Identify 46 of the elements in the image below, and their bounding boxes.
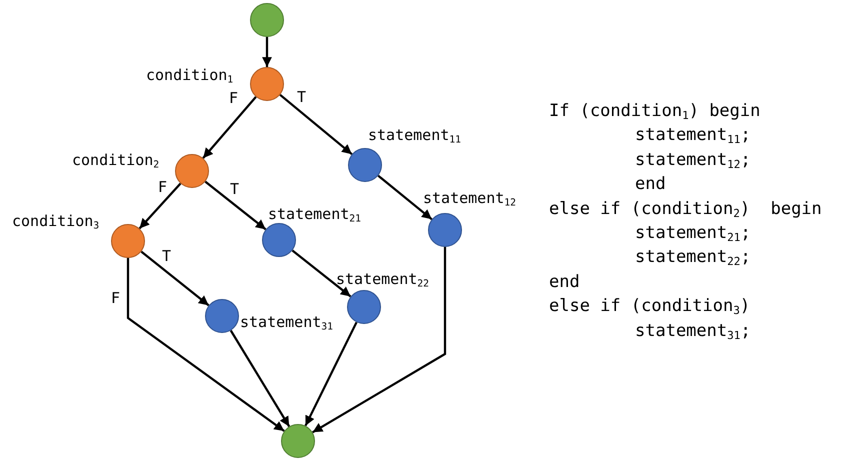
node-label: statement$_{31}$ [240,313,334,331]
edge-label: F [229,89,238,107]
statement-node [347,290,381,324]
arrow [202,96,257,159]
statement-node [262,223,296,257]
edge-label: F [158,178,168,196]
arrow [262,37,272,67]
decision-node [111,224,145,258]
statement-node [348,148,382,182]
node-label: condition$_{3}$ [12,212,100,230]
node-label: condition$_{2}$ [72,151,160,169]
arrow [378,174,432,220]
edge-label: F [111,289,120,307]
arrow [312,247,446,434]
code-line: end [549,272,580,292]
code-line: statement$_{12}$; [635,150,751,170]
edge-label: T [297,88,306,106]
statement-node [428,213,462,247]
code-line: statement$_{31}$; [635,320,751,341]
decision-node [250,67,284,101]
node-label: statement$_{11}$ [368,126,462,144]
code-line: else if (condition$_{2}$) begin [549,198,822,219]
code-line: If (condition$_{1}$) begin [549,101,760,121]
code-line: statement$_{21}$; [635,223,751,243]
arrow [230,330,290,428]
code-line: statement$_{11}$; [635,125,751,146]
node-label: statement$_{22}$ [336,270,430,288]
arrow [126,258,285,432]
node-label: statement$_{21}$ [268,205,362,223]
arrow [304,322,358,426]
statement-node [205,299,239,333]
arrow [292,250,352,298]
arrow [204,180,266,230]
edge-label: T [230,180,240,198]
node-label: statement$_{12}$ [423,189,516,207]
node-label: condition$_{1}$ [146,66,234,84]
code-line: else if (condition$_{3}$) [549,296,750,316]
decision-node [175,154,209,188]
end-node [281,424,315,458]
code-line: end [635,174,666,194]
arrow [140,250,210,306]
edge-label: T [162,247,172,265]
arrow [279,94,353,156]
code-line: statement$_{22}$; [635,247,751,268]
arrow [138,182,182,230]
start-node [250,3,284,37]
